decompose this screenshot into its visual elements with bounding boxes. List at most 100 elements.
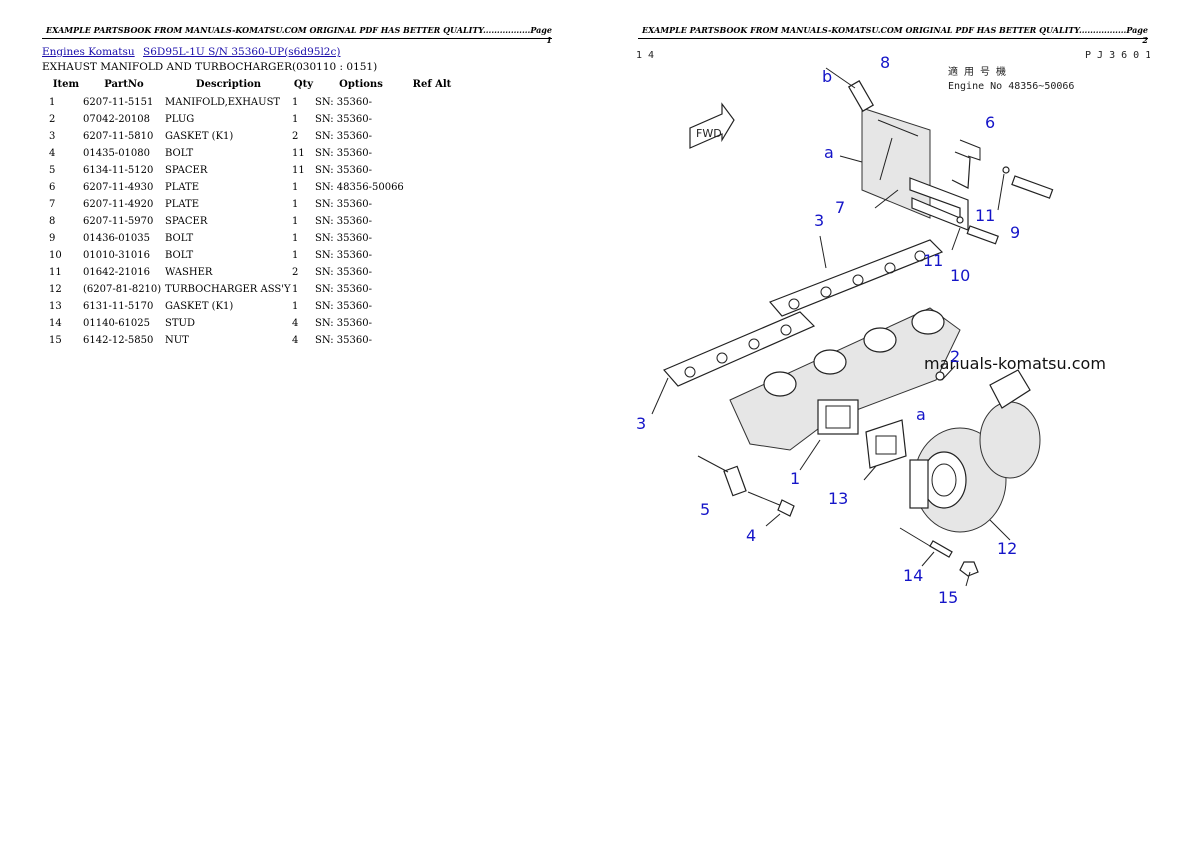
cell-qty: 1 (292, 97, 299, 108)
parts-table: Item PartNo Description Qty Options Ref … (44, 77, 457, 349)
cell-description: NUT (165, 335, 189, 346)
table-header-row: Item PartNo Description Qty Options Ref … (44, 77, 457, 94)
callout-8: 8 (880, 53, 890, 72)
cell-item: 7 (49, 199, 56, 210)
stud-and-nut (899, 527, 979, 587)
exhaust-manifold (729, 307, 961, 471)
cell-ref-alt (407, 111, 457, 128)
cell-description: SPACER (165, 165, 208, 176)
spacer-and-bolt (697, 455, 795, 527)
svg-text:FWD: FWD (696, 127, 722, 140)
cell-qty: 2 (292, 267, 299, 278)
cell-qty: 1 (292, 301, 299, 312)
cell-ref-alt (407, 179, 457, 196)
cell-partno: 6207-11-5970 (83, 216, 154, 227)
cell-partno: 6207-11-4920 (83, 199, 154, 210)
cell-description: SPACER (165, 216, 208, 227)
cell-description: GASKET (K1) (165, 131, 234, 142)
exploded-parts-diagram: 1 4 P J 3 6 0 1 適 用 号 機 Engine No 48356~… (636, 50, 1150, 607)
cell-ref-alt (407, 94, 457, 111)
cell-ref-alt (407, 247, 457, 264)
cell-ref-alt (407, 213, 457, 230)
cell-options: SN: 35360- (315, 114, 372, 125)
cell-qty: 1 (292, 216, 299, 227)
cell-options: SN: 35360- (315, 233, 372, 244)
lower-gasket (651, 311, 816, 415)
page-header-right: EXAMPLE PARTSBOOK FROM MANUALS-KOMATSU.C… (638, 25, 1148, 45)
cell-options: SN: 35360- (315, 216, 372, 227)
col-header-options: Options (339, 79, 383, 90)
cell-options: SN: 35360- (315, 318, 372, 329)
cell-partno: 01010-31016 (83, 250, 151, 261)
cell-partno: 6142-12-5850 (83, 335, 154, 346)
cell-description: PLUG (165, 114, 195, 125)
cell-description: BOLT (165, 250, 194, 261)
applicability-note-engine: Engine No 48356~50066 (948, 81, 1074, 92)
cell-partno: 07042-20108 (83, 114, 151, 125)
cell-qty: 1 (292, 250, 299, 261)
upper-gasket (768, 235, 944, 317)
cell-qty: 2 (292, 131, 299, 142)
callout-2: 2 (950, 347, 960, 366)
cell-description: STUD (165, 318, 195, 329)
callout-15: 15 (938, 588, 958, 607)
cell-options: SN: 48356-50066 (315, 182, 404, 193)
callout-7: 7 (835, 198, 845, 217)
col-header-description: Description (195, 79, 262, 90)
callout-12: 12 (997, 539, 1017, 558)
turbo-gasket (863, 419, 907, 481)
cell-item: 14 (49, 318, 62, 329)
callout-9: 9 (1010, 223, 1020, 242)
cell-partno: 6207-11-4930 (83, 182, 154, 193)
cell-ref-alt (407, 315, 457, 332)
cell-ref-alt (407, 281, 457, 298)
cell-ref-alt (407, 145, 457, 162)
col-header-partno: PartNo (104, 79, 144, 90)
cell-options: SN: 35360- (315, 199, 372, 210)
cell-qty: 1 (292, 284, 299, 295)
cell-ref-alt (407, 196, 457, 213)
breadcrumb-link-model[interactable]: S6D95L-1U S/N 35360-UP(s6d95l2c) (143, 46, 341, 58)
cell-ref-alt (407, 298, 457, 315)
turbocharger (909, 369, 1041, 541)
cell-description: TURBOCHARGER ASS'Y (165, 284, 291, 295)
cell-ref-alt (407, 230, 457, 247)
callout-10: 10 (950, 266, 970, 285)
watermark: manuals-komatsu.com (924, 354, 1106, 373)
cell-description: PLATE (165, 199, 200, 210)
ref-a-label-lower: a (916, 405, 926, 424)
cell-item: 3 (49, 131, 56, 142)
cell-item: 11 (49, 267, 62, 278)
breadcrumb-link-engines[interactable]: Engines Komatsu (42, 46, 135, 58)
cell-ref-alt (407, 162, 457, 179)
col-header-item: Item (52, 79, 80, 90)
cell-options: SN: 35360- (315, 301, 372, 312)
section-title: EXHAUST MANIFOLD AND TURBOCHARGER(030110… (42, 61, 378, 73)
ref-a-label-upper: a (824, 143, 834, 162)
cell-options: SN: 35360- (315, 148, 372, 159)
cell-options: SN: 35360- (315, 97, 372, 108)
cell-partno: 6131-11-5170 (83, 301, 154, 312)
cell-qty: 1 (292, 199, 299, 210)
cell-partno: 6207-11-5810 (83, 131, 154, 142)
cell-ref-alt (407, 332, 457, 349)
callout-11-lower: 11 (923, 251, 943, 270)
cell-description: BOLT (165, 233, 194, 244)
cell-options: SN: 35360- (315, 165, 372, 176)
col-header-qty: Qty (293, 79, 314, 90)
callout-13: 13 (828, 489, 848, 508)
cell-qty: 1 (292, 114, 299, 125)
cell-partno: (6207-81-8210) (83, 284, 162, 295)
page-header-left: EXAMPLE PARTSBOOK FROM MANUALS-KOMATSU.C… (42, 25, 552, 45)
cell-qty: 4 (292, 318, 299, 329)
fwd-arrow-icon: FWD (689, 102, 735, 149)
